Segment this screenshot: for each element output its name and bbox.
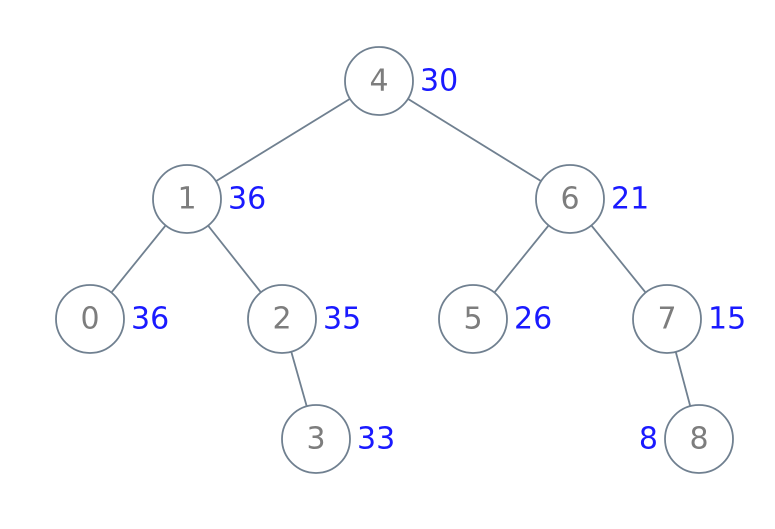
tree-node-6: 6 <box>535 164 605 234</box>
node-id-label: 0 <box>80 302 99 337</box>
edge-4-1 <box>186 80 380 200</box>
node-circle <box>152 164 222 234</box>
node-id-label: 3 <box>306 422 325 457</box>
node-value-label: 26 <box>514 302 552 337</box>
node-circle <box>344 46 414 116</box>
tree-node-5: 5 <box>438 284 508 354</box>
node-id-label: 6 <box>560 182 579 217</box>
node-value-label: 8 <box>639 422 658 457</box>
tree-node-2: 2 <box>247 284 317 354</box>
node-id-label: 2 <box>272 302 291 337</box>
tree-node-0: 0 <box>55 284 125 354</box>
tree-node-4: 4 <box>344 46 414 116</box>
node-value-label: 36 <box>228 182 266 217</box>
edge-4-6 <box>378 80 571 200</box>
node-id-label: 4 <box>369 64 388 99</box>
node-id-label: 7 <box>657 302 676 337</box>
tree-node-7: 7 <box>632 284 702 354</box>
tree-node-3: 3 <box>281 404 351 474</box>
node-id-label: 8 <box>689 422 708 457</box>
node-value-label: 33 <box>357 422 395 457</box>
node-circle <box>247 284 317 354</box>
node-value-label: 30 <box>420 64 458 99</box>
tree-node-8: 8 <box>664 404 734 474</box>
node-value-label: 36 <box>131 302 169 337</box>
node-value-label: 21 <box>611 182 649 217</box>
node-circle <box>664 404 734 474</box>
node-value-label: 35 <box>323 302 361 337</box>
node-id-label: 1 <box>177 182 196 217</box>
tree-edges <box>89 80 700 440</box>
node-value-annotations: 30 36 21 36 35 26 15 33 8 <box>131 64 746 457</box>
node-circle <box>55 284 125 354</box>
tree-node-1: 1 <box>152 164 222 234</box>
node-circle <box>535 164 605 234</box>
node-value-label: 15 <box>708 302 746 337</box>
node-circle <box>632 284 702 354</box>
node-circle <box>438 284 508 354</box>
node-id-label: 5 <box>463 302 482 337</box>
node-circle <box>281 404 351 474</box>
tree-nodes: 4 1 6 0 2 5 7 <box>55 46 734 474</box>
